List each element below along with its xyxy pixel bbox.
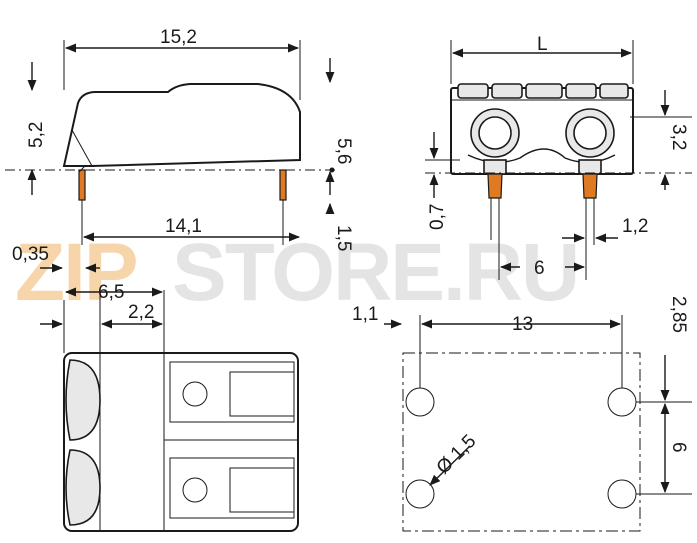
dim-pin-depth: 0,7 <box>427 204 448 230</box>
dim-pin-pitch-front: 6 <box>534 258 545 279</box>
dim-edge-y: 2,85 <box>668 296 689 333</box>
dim-pin-offset: 0,35 <box>12 244 49 265</box>
dim-hole-spacing-x: 13 <box>512 314 533 335</box>
dim-overall-length: 15,2 <box>160 27 197 48</box>
side-pin-left <box>78 169 86 201</box>
footprint-view: 1,1 13 2,85 6 Ø 1,5 <box>352 296 692 532</box>
hole-top-left <box>405 387 435 417</box>
side-view: 15,2 5,2 5,6 1,5 14,1 <box>5 27 354 251</box>
dim-wire-offset: 3,2 <box>668 124 689 150</box>
side-pin-right <box>279 169 287 201</box>
front-pin-right <box>582 173 598 199</box>
watermark-zip: ZIP <box>15 227 137 318</box>
dim-pin-pitch: 14,1 <box>165 216 202 237</box>
hole-bottom-left <box>405 479 435 509</box>
front-view: L 3,2 0,7 6 1,2 <box>425 34 692 280</box>
dim-pin-distance: 6,5 <box>98 282 124 303</box>
watermark: ZIP STORE.RU <box>15 227 580 318</box>
dim-hole-diameter: Ø 1,5 <box>433 431 481 479</box>
top-view: 0,35 6,5 2,2 <box>12 244 299 532</box>
dim-height-top: 5,2 <box>26 122 47 148</box>
dim-slot-offset: 2,2 <box>128 302 154 323</box>
dim-edge-x: 1,1 <box>352 304 378 325</box>
dim-pin-width: 1,2 <box>622 216 648 237</box>
hole-top-right <box>607 387 637 417</box>
dim-hole-spacing-y: 6 <box>668 442 689 453</box>
dim-length-l: L <box>537 34 548 55</box>
hole-bottom-right <box>607 479 637 509</box>
watermark-store: STORE.RU <box>172 227 578 318</box>
dim-height-total: 5,6 <box>333 138 354 164</box>
front-pin-left <box>487 173 503 199</box>
dim-pin-length: 1,5 <box>333 225 354 251</box>
